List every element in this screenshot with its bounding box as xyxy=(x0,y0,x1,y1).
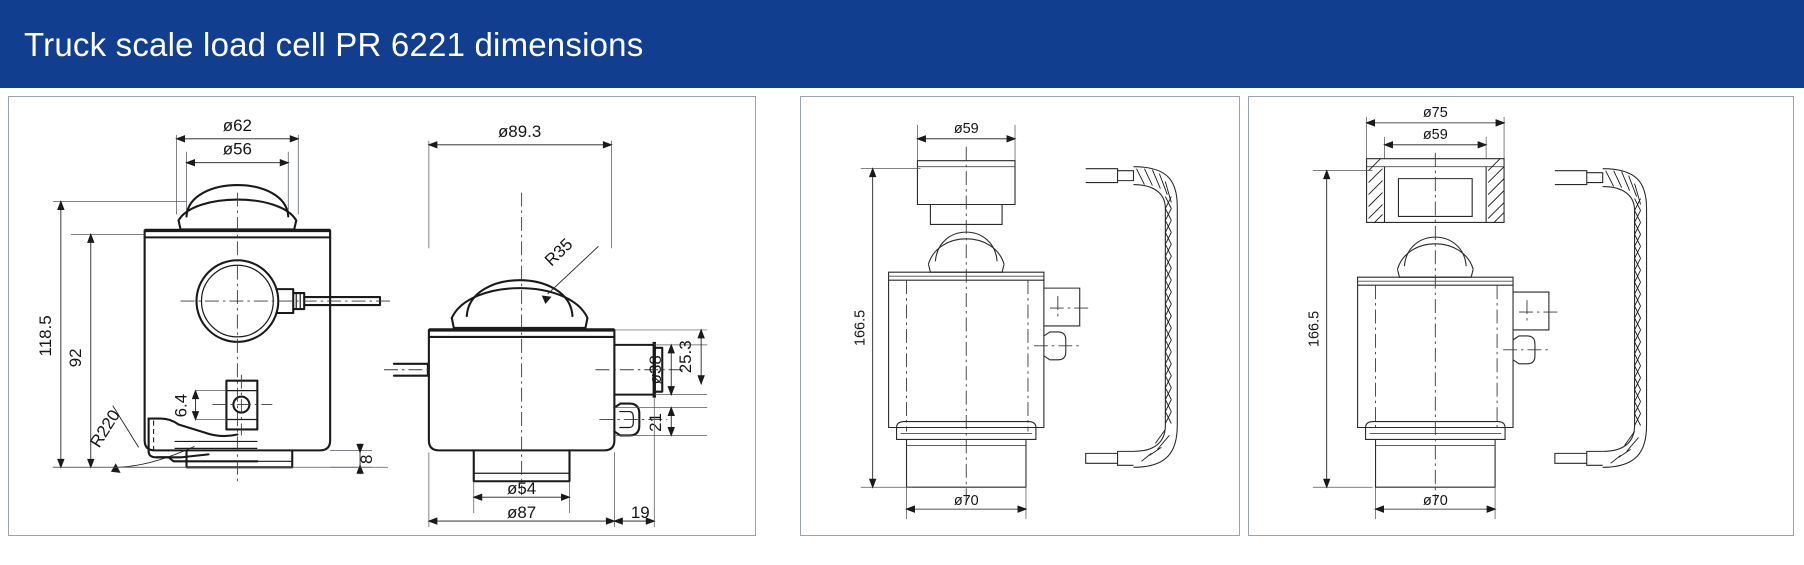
dimension-label-p3-d75: ø75 xyxy=(1423,105,1448,121)
view-assembly-2: ø75 ø59 xyxy=(1307,105,1648,520)
dimension-d56: ø56 xyxy=(185,140,290,167)
dimension-118-5: 118.5 xyxy=(36,200,65,469)
dimension-p3-d59: ø59 xyxy=(1383,127,1488,149)
dimension-label-6-4: 6.4 xyxy=(172,394,191,418)
dimension-d87: ø87 xyxy=(427,503,616,525)
dimension-label-d87: ø87 xyxy=(507,503,536,522)
dimension-p3-166-5: 166.5 xyxy=(1307,169,1331,489)
dimension-label-25-3: 25.3 xyxy=(676,340,695,373)
dimension-label-d54: ø54 xyxy=(507,479,536,498)
dimension-8: 8 xyxy=(330,443,376,475)
dimension-p2-166-5: 166.5 xyxy=(853,167,877,489)
panel-2-canvas: ø59 xyxy=(801,97,1239,535)
dimension-label-r220: R220 xyxy=(86,406,124,450)
view-sectional-side: ø62 ø56 xyxy=(36,116,394,482)
dimension-label-p3-166-5: 166.5 xyxy=(1307,311,1323,347)
dimension-p3-d75: ø75 xyxy=(1365,105,1506,127)
dimension-label-p2-166-5: 166.5 xyxy=(853,310,869,346)
dimension-label-21: 21 xyxy=(646,413,665,432)
dimension-6-4: 6.4 xyxy=(172,389,227,421)
dimension-label-r35: R35 xyxy=(541,235,577,270)
dimension-d54: ø54 xyxy=(472,479,571,501)
view-assembly-1: ø59 xyxy=(853,121,1178,520)
dimension-d38: ø38 xyxy=(646,343,675,397)
dimension-label-d56: ø56 xyxy=(223,140,252,159)
dimension-label-d38: ø38 xyxy=(646,355,665,384)
dimension-label-d89-3: ø89.3 xyxy=(498,122,541,141)
dimension-label-p2-d70: ø70 xyxy=(954,493,979,509)
dimension-d89-3: ø89.3 xyxy=(427,122,613,149)
dimension-label-92: 92 xyxy=(66,348,85,367)
panel-1-canvas: ø62 ø56 xyxy=(9,97,755,535)
dimension-label-118-5: 118.5 xyxy=(36,315,55,356)
section-hatching xyxy=(1368,158,1505,223)
dimension-label-d62: ø62 xyxy=(223,116,252,135)
cable-assembly xyxy=(1085,166,1178,468)
drawing-panel-3: ø75 ø59 xyxy=(1248,96,1794,536)
panel-1-svg: ø62 ø56 xyxy=(36,116,708,528)
dimension-label-p3-d70: ø70 xyxy=(1423,493,1448,509)
dimension-r35: R35 xyxy=(541,235,599,305)
dimension-p3-d70: ø70 xyxy=(1374,493,1497,513)
drawing-panel-1: ø62 ø56 xyxy=(8,96,756,536)
drawing-panel-2: ø59 xyxy=(800,96,1240,536)
dimension-25-3: 25.3 xyxy=(676,328,705,386)
dimension-label-p2-d59: ø59 xyxy=(954,121,979,137)
dimension-p2-d70: ø70 xyxy=(905,493,1028,513)
dimension-d62: ø62 xyxy=(175,116,300,143)
panel-3-svg: ø75 ø59 xyxy=(1307,105,1648,520)
dimension-p2-d59: ø59 xyxy=(916,121,1017,143)
dimension-19: 19 xyxy=(612,503,656,525)
panel-2-svg: ø59 xyxy=(853,121,1178,520)
dimension-21: 21 xyxy=(646,406,675,437)
dimension-label-19: 19 xyxy=(631,503,650,522)
dimension-92: 92 xyxy=(66,232,95,469)
dimension-label-p3-d59: ø59 xyxy=(1423,127,1448,143)
view-front: ø89.3 R35 xyxy=(383,122,708,528)
panel-3-canvas: ø75 ø59 xyxy=(1249,97,1793,535)
title-banner: Truck scale load cell PR 6221 dimensions xyxy=(0,0,1804,88)
page-title: Truck scale load cell PR 6221 dimensions xyxy=(24,26,644,63)
dimension-label-8: 8 xyxy=(357,455,376,464)
cable-assembly xyxy=(1554,168,1648,468)
